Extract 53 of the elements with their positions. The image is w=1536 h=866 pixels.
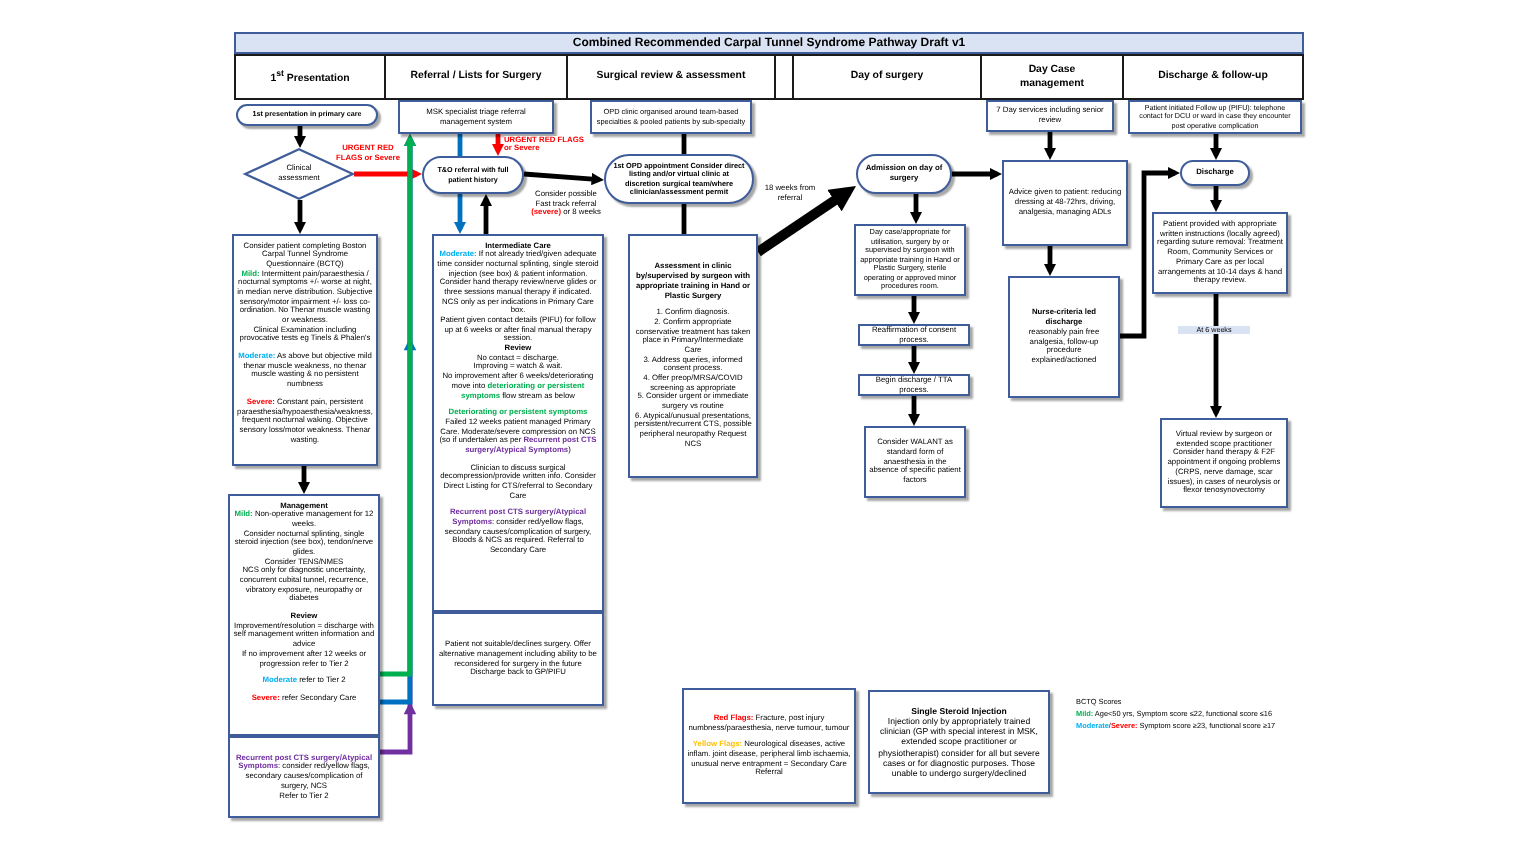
column-header: [384, 54, 568, 100]
column-header: [1122, 54, 1304, 100]
note-box: [682, 688, 856, 804]
process-box: [986, 100, 1114, 132]
arrow: [491, 134, 505, 156]
process-box: [228, 736, 380, 818]
arrow: [1043, 246, 1057, 276]
process-box: [628, 234, 758, 478]
arrow: [1209, 186, 1223, 212]
column-header: [792, 54, 982, 100]
arrow: [1043, 132, 1057, 160]
arrow: [909, 194, 923, 224]
arrow: [1209, 134, 1223, 160]
column-header: [234, 54, 386, 100]
arrow: [297, 466, 311, 494]
arrow: [479, 194, 493, 234]
connector-line: [457, 134, 463, 156]
arrow: [952, 167, 1002, 181]
process-box: [1002, 160, 1128, 246]
arrow: [907, 396, 921, 426]
arrow: [1120, 166, 1180, 339]
process-box: [590, 100, 752, 134]
arrow: [293, 200, 307, 234]
process-box: [1160, 418, 1288, 508]
arrow: [907, 346, 921, 374]
connector-line: [681, 204, 687, 234]
note-box: [868, 690, 1050, 794]
column-header: [980, 54, 1124, 100]
process-box: [432, 612, 604, 706]
process-box: [864, 426, 966, 498]
arrow: [755, 186, 856, 257]
column-header: [774, 54, 794, 100]
connector-line: [681, 134, 687, 154]
rounded-step-box: [1180, 160, 1250, 186]
process-box: [228, 494, 380, 736]
arrow: [293, 126, 307, 148]
process-box: [858, 324, 970, 346]
column-header: [566, 54, 776, 100]
rounded-step-box: [604, 154, 754, 204]
arrow: [1209, 294, 1223, 418]
process-box: [858, 374, 970, 396]
arrow: [907, 296, 921, 324]
process-box: [398, 100, 554, 134]
process-box: [432, 234, 604, 612]
rounded-step-box: [422, 156, 524, 194]
process-box: [232, 234, 378, 466]
start-terminal: [236, 104, 378, 126]
arrow: [354, 167, 422, 181]
arrow: [453, 194, 467, 234]
process-box: [1008, 276, 1120, 398]
rounded-step-box: [856, 154, 952, 194]
process-box: [1128, 100, 1302, 134]
arrow: [523, 171, 604, 186]
